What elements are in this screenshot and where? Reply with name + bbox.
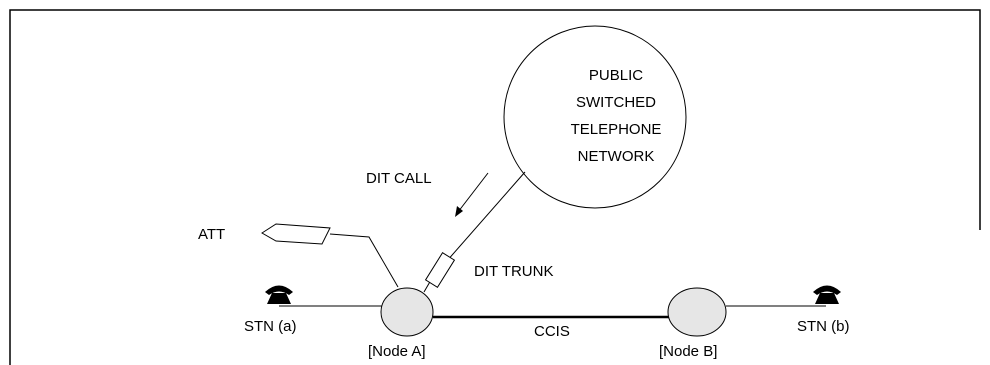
att-line: [329, 233, 399, 288]
frame-border: [9, 9, 981, 365]
node-b-label: [Node B]: [659, 343, 717, 360]
att-label: ATT: [198, 226, 225, 243]
pstn-label-line-4: NETWORK: [578, 148, 655, 165]
pstn-label-line-1: PUBLIC: [589, 67, 643, 84]
node-b: [667, 287, 727, 337]
pstn-circle: [503, 25, 687, 209]
dit-call-label: DIT CALL: [366, 170, 432, 187]
node-a-label: [Node A]: [368, 343, 426, 360]
stn-b-label: STN (b): [797, 318, 850, 335]
dit-call-arrow: [457, 172, 489, 213]
pstn-label-line-3: TELEPHONE: [571, 121, 662, 138]
telephone-icon-a: [265, 285, 293, 304]
telephone-icon-b: [813, 285, 841, 304]
dit-call-arrowhead: [455, 206, 463, 217]
attendant-console-icon: [261, 223, 331, 245]
stn-a-label: STN (a): [244, 318, 297, 335]
pstn-label-line-2: SWITCHED: [576, 94, 656, 111]
node-a: [380, 287, 434, 337]
dit-trunk-line-upper: [445, 171, 526, 263]
trunk-icon: [424, 252, 456, 288]
dit-trunk-label: DIT TRUNK: [474, 263, 553, 280]
ccis-label: CCIS: [534, 323, 570, 340]
